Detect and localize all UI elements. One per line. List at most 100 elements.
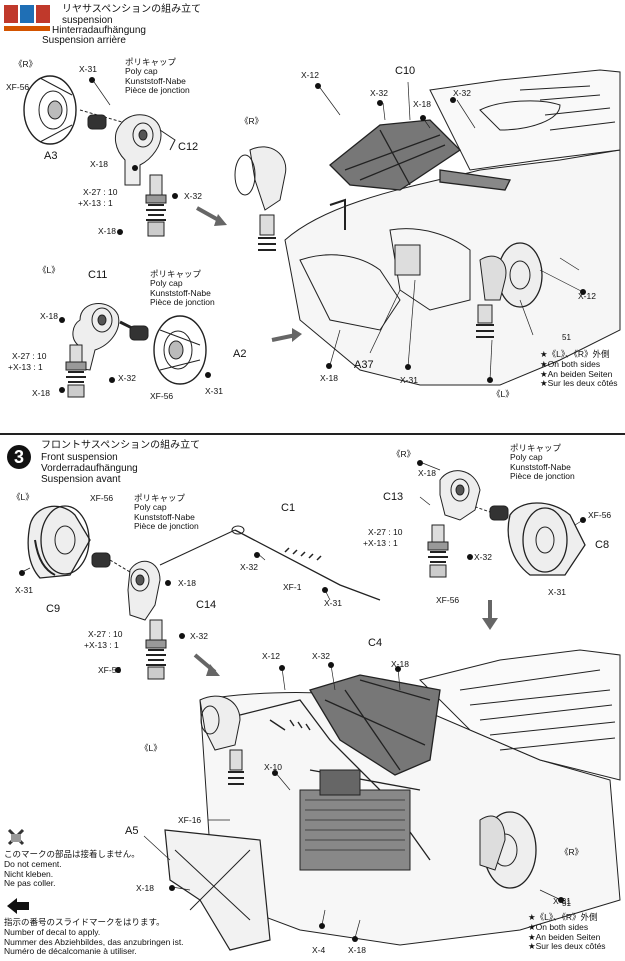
upright-c13-drawing <box>439 470 481 521</box>
part-label: C13 <box>383 491 404 503</box>
polycap-note: ポリキャップ Poly cap Kunststoff-Nabe Pièce de… <box>125 57 190 96</box>
polycap-en: Poly cap <box>150 278 183 289</box>
polycap-de: Kunststoff-Nabe <box>510 461 571 472</box>
section-divider <box>0 433 625 435</box>
part-label: X-31 <box>205 386 223 396</box>
part-label: X-32 <box>370 88 388 98</box>
rear-upright-r-mounted <box>234 146 287 251</box>
part-label: X-18 <box>90 159 108 169</box>
decal-fr: Numéro de décalcomanie à utiliser. <box>4 946 137 957</box>
front-subframe-a5-drawing <box>164 829 271 951</box>
decal-ref: 51 <box>562 333 571 342</box>
both-sides-de: ★An beiden Seiten <box>540 368 613 379</box>
polycap-fr: Pièce de jonction <box>125 85 190 96</box>
part-label: X-32 <box>453 88 471 98</box>
part-label: X-32 <box>312 651 330 661</box>
no-cement-de: Nicht kleben. <box>4 868 54 879</box>
side-r-label: 《R》 <box>240 116 264 126</box>
step-number-badge: 3 <box>7 445 31 469</box>
both-sides-en: ★On both sides <box>540 358 601 369</box>
front-upper-arm-c4-drawing <box>309 674 441 776</box>
both-sides-en: ★On both sides <box>528 921 589 932</box>
step3-title-de: Vorderradaufhängung <box>41 463 138 474</box>
side-r-label: 《R》 <box>392 449 416 459</box>
rear-shock-drawing <box>145 174 167 237</box>
part-label: C14 <box>196 599 217 611</box>
polycap-de: Kunststoff-Nabe <box>125 75 186 86</box>
part-label: X-31 <box>553 896 571 906</box>
part-label: XF-1 <box>283 582 302 592</box>
both-sides-fr: ★Sur les deux côtés <box>528 941 606 952</box>
part-label: XF-56 <box>6 82 30 92</box>
part-label: X-18 <box>178 578 196 588</box>
side-l-label: 《L》 <box>492 389 514 399</box>
part-label: X-18 <box>40 311 58 321</box>
part-label: X-32 <box>184 191 202 201</box>
part-label: C1 <box>281 502 296 514</box>
polycap-en: Poly cap <box>134 502 167 513</box>
part-label: X-31 <box>548 587 566 597</box>
both-sides-jp: ★《L》、《R》外側 <box>528 912 598 922</box>
polycap-en: Poly cap <box>125 66 158 77</box>
part-label: X-18 <box>136 883 154 893</box>
part-label: XF-56 <box>436 595 460 605</box>
tie-rod-c1-drawing <box>159 525 381 601</box>
polycap-note: ポリキャップ Poly cap Kunststoff-Nabe Pièce de… <box>134 493 199 532</box>
decal-en: Number of decal to apply. <box>4 926 101 937</box>
part-label: X-10 <box>264 762 282 772</box>
decal-de: Nummer des Abziehbildes, das anzubringen… <box>4 936 184 947</box>
step2-title-de: Hinterradaufhängung <box>52 25 146 36</box>
upper-arm-c10-drawing <box>329 119 511 230</box>
part-label: X-12 <box>301 70 319 80</box>
engine-block-drawing <box>299 769 411 871</box>
brake-disc-c8-drawing <box>507 502 586 576</box>
polycap-note: ポリキャップ Poly cap Kunststoff-Nabe Pièce de… <box>510 443 575 482</box>
both-sides-note: ★《L》、《R》外側 ★On both sides ★An beiden Sei… <box>528 912 606 952</box>
part-label: X-27 : 10 <box>12 351 47 361</box>
polycap-fr: Pièce de jonction <box>510 471 575 482</box>
part-label: X-4 <box>312 945 326 955</box>
upright-c11-drawing <box>72 303 120 371</box>
part-label: XF-56 <box>150 391 174 401</box>
part-label: +X-13 : 1 <box>78 198 113 208</box>
part-label: X-18 <box>348 945 366 955</box>
part-label: X-18 <box>413 99 431 109</box>
part-label: XF-16 <box>178 815 202 825</box>
part-label: C4 <box>368 637 383 649</box>
site-logo <box>2 2 58 34</box>
part-label: X-27 : 10 <box>368 527 403 537</box>
polycap-jp: ポリキャップ <box>510 443 562 453</box>
part-label: X-31 <box>79 64 97 74</box>
part-label: C10 <box>395 65 416 77</box>
polycap-fr: Pièce de jonction <box>134 521 199 532</box>
decal-jp: 指示の番号のスライドマークをはります。 <box>4 917 165 927</box>
rear-upright-l-mounted <box>476 242 543 338</box>
upright-c12-drawing <box>114 114 176 186</box>
step2-title-en: suspension <box>62 15 113 26</box>
brake-disc-a2-drawing <box>153 315 207 385</box>
step2-title-jp: リヤサスペンションの組み立て <box>62 4 202 15</box>
step3-title-jp: フロントサスペンションの組み立て <box>41 440 201 451</box>
decal-slide-mark-icon <box>7 898 29 914</box>
part-label: X-32 <box>240 562 258 572</box>
part-label: +X-13 : 1 <box>84 640 119 650</box>
side-l-label: 《L》 <box>12 492 34 502</box>
no-cement-en: Do not cement. <box>4 858 62 869</box>
polycap-jp: ポリキャップ <box>134 493 186 503</box>
no-cement-jp: このマークの部品は接着しません。 <box>4 849 140 859</box>
part-label: X-32 <box>118 373 136 383</box>
part-label: A5 <box>125 825 139 837</box>
part-label: A3 <box>44 150 58 162</box>
polycap-de: Kunststoff-Nabe <box>134 511 195 522</box>
step2-title-fr: Suspension arrière <box>42 35 126 46</box>
both-sides-fr: ★Sur les deux côtés <box>540 378 618 389</box>
part-label: XF-56 <box>98 665 122 675</box>
polycap-note: ポリキャップ Poly cap Kunststoff-Nabe Pièce de… <box>150 269 215 307</box>
part-label: X-31 <box>324 598 342 608</box>
brake-disc-a3-drawing <box>23 75 77 145</box>
both-sides-jp: ★《L》、《R》外側 <box>540 349 610 359</box>
part-label: C8 <box>595 539 610 551</box>
rear-chassis-drawing <box>284 69 621 386</box>
front-upright-l-mounted <box>199 695 244 785</box>
step3-title-fr: Suspension avant <box>41 474 121 485</box>
